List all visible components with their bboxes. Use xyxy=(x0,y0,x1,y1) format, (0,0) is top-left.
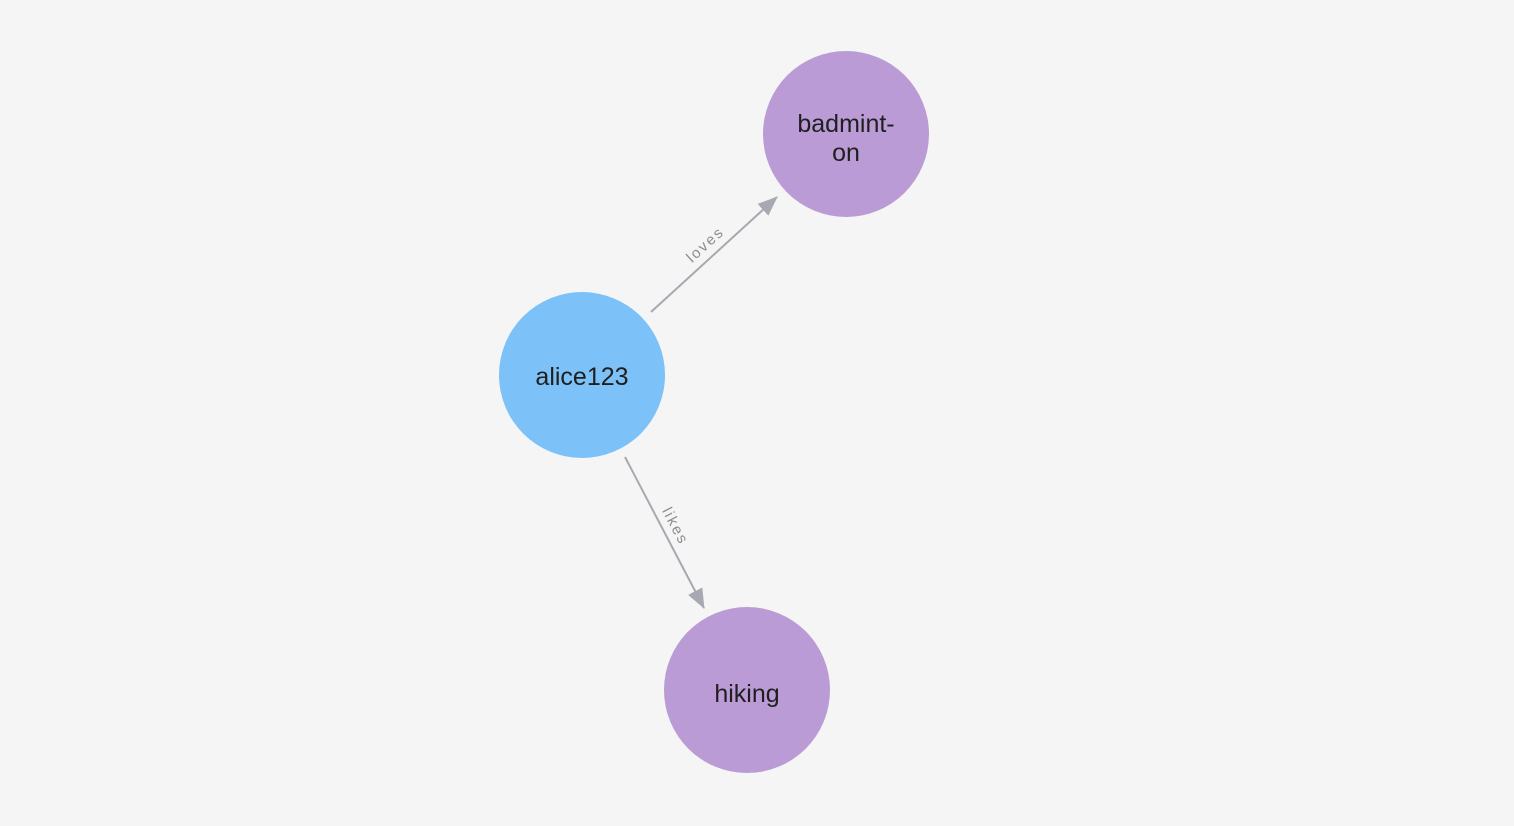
node-alice123[interactable]: alice123 xyxy=(499,292,665,458)
edge-likes-line[interactable] xyxy=(624,456,705,609)
edge-loves-label[interactable]: loves xyxy=(683,223,728,266)
node-badminton[interactable]: badmint-on xyxy=(763,51,929,217)
edge-likes-label[interactable]: likes xyxy=(658,505,692,548)
edge-loves[interactable]: loves xyxy=(650,196,778,313)
node-hiking[interactable]: hiking xyxy=(664,607,830,773)
node-alice123-circle[interactable] xyxy=(499,292,665,458)
edge-likes[interactable]: likes xyxy=(624,456,705,609)
edge-loves-line[interactable] xyxy=(650,196,778,313)
node-badminton-circle[interactable] xyxy=(763,51,929,217)
node-hiking-circle[interactable] xyxy=(664,607,830,773)
